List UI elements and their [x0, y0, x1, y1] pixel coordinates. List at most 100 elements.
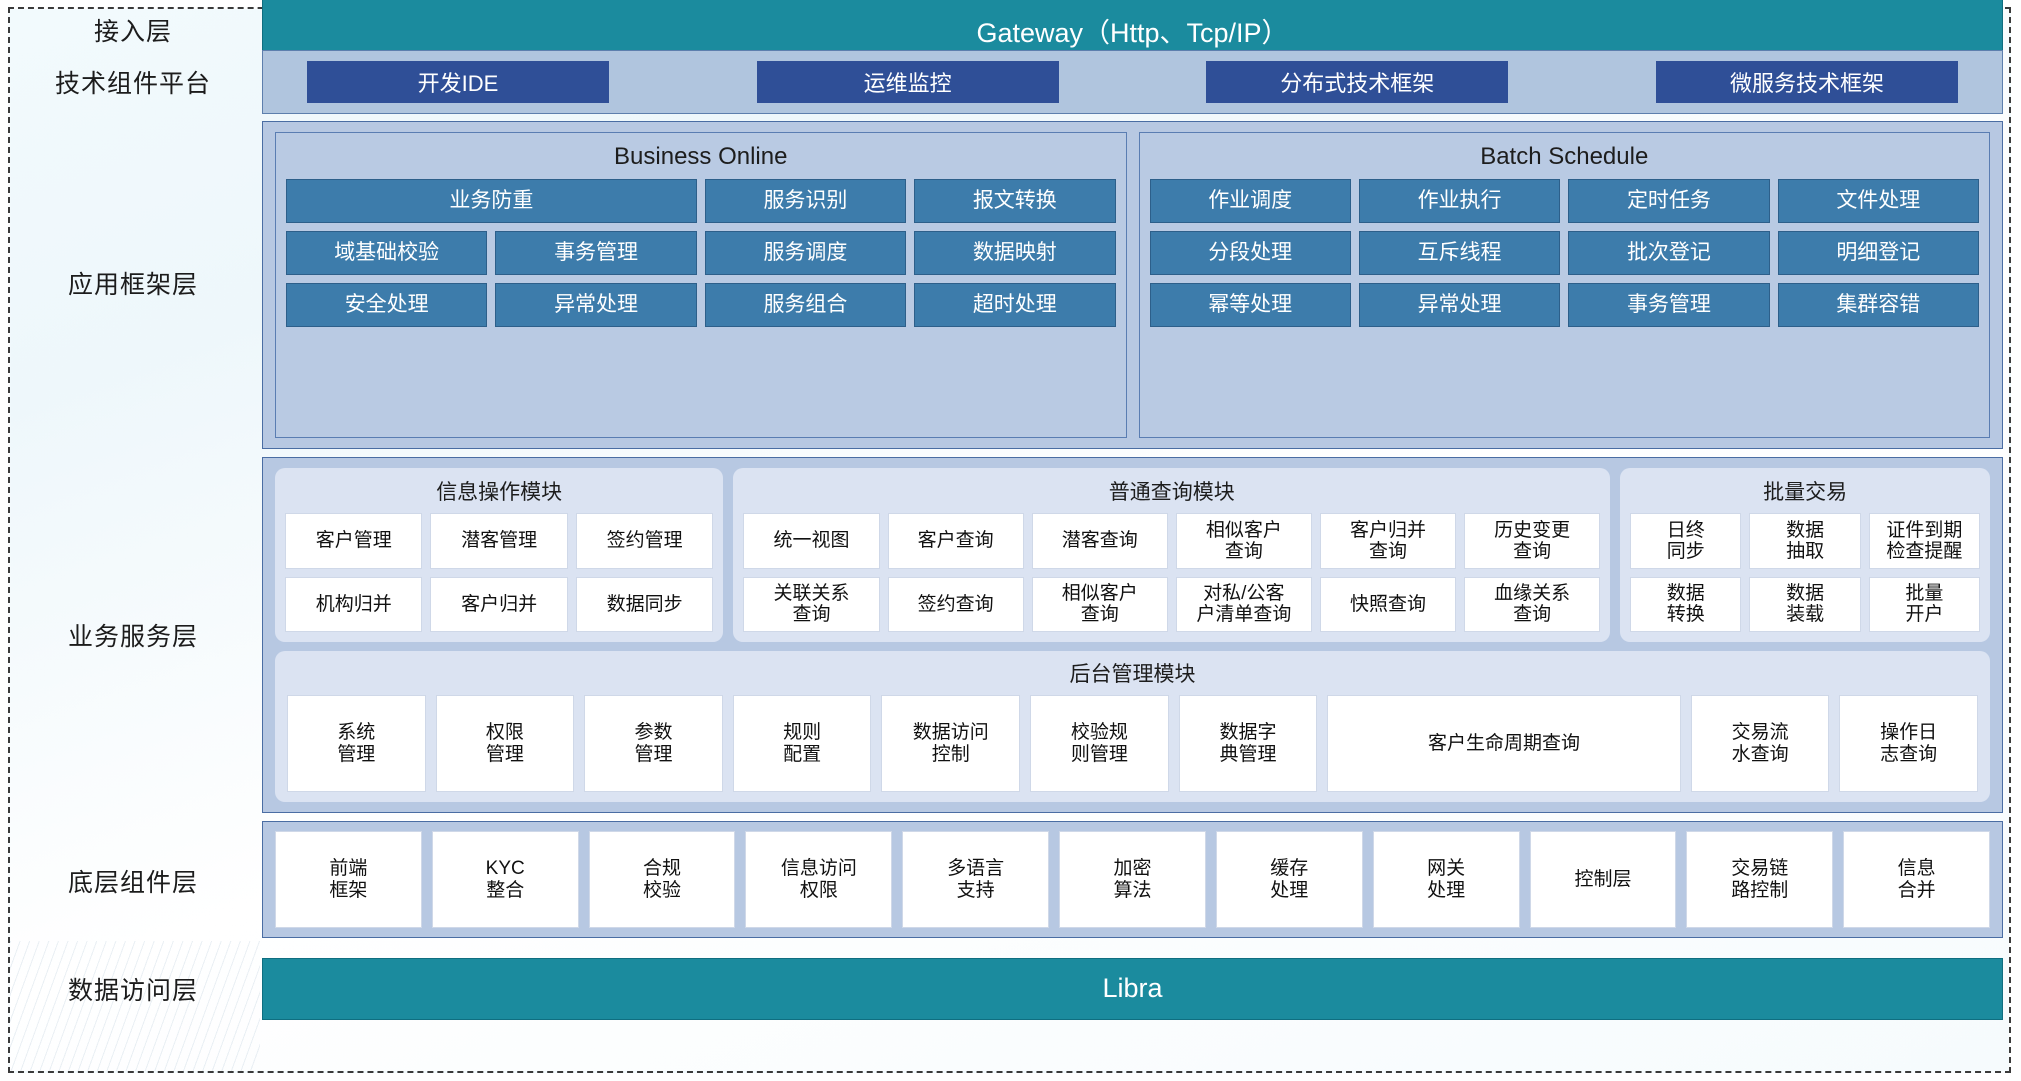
business-online-chip[interactable]: 安全处理: [286, 283, 488, 327]
common-query-cell[interactable]: 快照查询: [1319, 576, 1457, 633]
admin-module-cell-label: 交易流水查询: [1731, 722, 1789, 765]
common-query-cell[interactable]: 相似客户查询: [1031, 576, 1168, 633]
admin-module-cell[interactable]: 操作日志查询: [1839, 695, 1978, 792]
batch-trade-cell[interactable]: 数据抽取: [1749, 513, 1861, 569]
info-operation-cell[interactable]: 数据同步: [575, 576, 714, 633]
component-layer-cell[interactable]: 交易链路控制: [1686, 831, 1834, 928]
business-online-chip-label: 事务管理: [554, 240, 639, 264]
tech-platform-chip[interactable]: 开发IDE: [307, 61, 609, 103]
tech-platform-chip[interactable]: 分布式技术框架: [1206, 61, 1509, 103]
batch-schedule-chip[interactable]: 分段处理: [1149, 231, 1351, 275]
admin-module-cell[interactable]: 数据访问控制: [881, 695, 1021, 792]
component-layer-cell[interactable]: 信息访问权限: [745, 831, 893, 928]
batch-schedule-chip[interactable]: 幂等处理: [1149, 283, 1351, 327]
batch-schedule-chip[interactable]: 作业调度: [1149, 179, 1351, 223]
batch-trade-cell[interactable]: 日终同步: [1630, 513, 1742, 569]
tech-platform-chip[interactable]: 运维监控: [756, 61, 1059, 103]
info-operation-cell[interactable]: 签约管理: [575, 513, 714, 569]
common-query-cell[interactable]: 血缘关系查询: [1464, 576, 1601, 633]
business-online-chip-label: 域基础校验: [334, 240, 440, 264]
business-online-chip[interactable]: 报文转换: [914, 179, 1116, 223]
batch-schedule-chip[interactable]: 明细登记: [1777, 231, 1979, 275]
common-query-cell-label: 相似客户查询: [1205, 519, 1282, 562]
admin-module-cell[interactable]: 规则配置: [732, 695, 872, 792]
common-query-cell[interactable]: 客户归并查询: [1319, 513, 1457, 569]
batch-trade-cell-label: 数据抽取: [1786, 519, 1825, 562]
batch-schedule-chip-label: 定时任务: [1626, 188, 1711, 212]
component-layer-cell[interactable]: 控制层: [1529, 831, 1677, 928]
info-operation-cell[interactable]: 机构归并: [285, 576, 423, 633]
business-online-chip[interactable]: 域基础校验: [286, 231, 488, 275]
admin-module-cell[interactable]: 参数管理: [584, 695, 723, 792]
common-query-cell[interactable]: 客户查询: [887, 513, 1024, 569]
component-layer-cell[interactable]: 信息合并: [1843, 831, 1990, 928]
admin-module-cell-label: 数据字典管理: [1219, 722, 1277, 765]
info-operation-module: 信息操作模块 客户管理潜客管理签约管理机构归并客户归并数据同步: [275, 468, 724, 643]
batch-schedule-chip[interactable]: 作业执行: [1358, 179, 1561, 223]
batch-schedule-chip[interactable]: 集群容错: [1777, 283, 1979, 327]
batch-trade-cell[interactable]: 批量开户: [1868, 576, 1980, 633]
admin-module-cell[interactable]: 数据字典管理: [1178, 695, 1318, 792]
common-query-cell[interactable]: 潜客查询: [1031, 513, 1168, 569]
admin-module-cell[interactable]: 客户生命周期查询: [1327, 695, 1681, 792]
common-query-cell-label: 快照查询: [1349, 593, 1426, 615]
common-query-cell[interactable]: 签约查询: [887, 576, 1024, 633]
tech-platform-band: 开发IDE 运维监控 分布式技术框架 微服务技术框架: [262, 50, 2003, 114]
common-query-cell[interactable]: 对私/公客户清单查询: [1175, 576, 1312, 633]
admin-module-cell[interactable]: 校验规则管理: [1030, 695, 1169, 792]
common-query-title: 普通查询模块: [1108, 481, 1235, 504]
batch-trade-cell[interactable]: 数据装载: [1749, 576, 1861, 633]
business-online-chip[interactable]: 异常处理: [495, 283, 697, 327]
common-query-cell[interactable]: 统一视图: [743, 513, 880, 569]
batch-schedule-chip[interactable]: 文件处理: [1777, 179, 1979, 223]
batch-trade-cell[interactable]: 证件到期检查提醒: [1868, 513, 1980, 569]
batch-schedule-chip-label: 事务管理: [1626, 292, 1711, 316]
batch-trade-cell-label: 数据转换: [1666, 583, 1705, 626]
admin-module-cell[interactable]: 权限管理: [435, 695, 575, 792]
component-layer-cell[interactable]: 前端框架: [275, 831, 422, 928]
info-operation-cell[interactable]: 客户归并: [430, 576, 568, 633]
layer-label-tech-platform: 技术组件平台: [54, 70, 211, 98]
batch-trade-cell-label: 数据装载: [1786, 583, 1825, 626]
admin-module-cell[interactable]: 交易流水查询: [1690, 695, 1830, 792]
layer-label-data-access: 数据访问层: [67, 976, 198, 1005]
component-layer-cell[interactable]: 合规校验: [588, 831, 736, 928]
common-query-cell-label: 统一视图: [773, 530, 850, 552]
component-layer-cell[interactable]: 多语言支持: [902, 831, 1050, 928]
admin-module-cell[interactable]: 系统管理: [287, 695, 426, 792]
info-operation-title: 信息操作模块: [436, 481, 563, 504]
component-layer-cell[interactable]: 缓存处理: [1215, 831, 1363, 928]
admin-module-cell-label: 权限管理: [485, 722, 524, 765]
component-layer-cell[interactable]: 加密算法: [1059, 831, 1206, 928]
common-query-cell[interactable]: 相似客户查询: [1175, 513, 1312, 569]
common-query-cell-label: 签约查询: [917, 593, 994, 615]
business-online-title: Business Online: [614, 143, 788, 170]
batch-schedule-chip[interactable]: 批次登记: [1568, 231, 1770, 275]
tech-platform-chip[interactable]: 微服务技术框架: [1655, 61, 1958, 103]
business-online-chip[interactable]: 事务管理: [495, 231, 697, 275]
business-online-chip[interactable]: 服务识别: [704, 179, 907, 223]
business-service-panel: 信息操作模块 客户管理潜客管理签约管理机构归并客户归并数据同步 普通查询模块 统…: [262, 457, 2003, 813]
business-online-chip[interactable]: 业务防重: [286, 179, 697, 223]
batch-trade-cell-label: 证件到期检查提醒: [1886, 519, 1963, 562]
layer-label-business-service: 业务服务层: [67, 623, 198, 651]
admin-module: 后台管理模块 系统管理权限管理参数管理规则配置数据访问控制校验规则管理数据字典管…: [275, 651, 1990, 802]
business-online-chip[interactable]: 数据映射: [914, 231, 1116, 275]
info-operation-cell[interactable]: 潜客管理: [430, 513, 568, 569]
batch-trade-cell-label: 批量开户: [1905, 583, 1944, 626]
common-query-cell[interactable]: 历史变更查询: [1464, 513, 1601, 569]
business-online-chip[interactable]: 服务调度: [704, 231, 907, 275]
info-operation-cell[interactable]: 客户管理: [285, 513, 423, 569]
component-layer-cell[interactable]: 网关处理: [1372, 831, 1520, 928]
business-online-chip[interactable]: 服务组合: [704, 283, 907, 327]
common-query-cell[interactable]: 关联关系查询: [743, 576, 880, 633]
batch-trade-cell[interactable]: 数据转换: [1630, 576, 1742, 633]
business-online-chip[interactable]: 超时处理: [914, 283, 1116, 327]
batch-schedule-chip[interactable]: 定时任务: [1568, 179, 1770, 223]
batch-schedule-chip[interactable]: 互斥线程: [1358, 231, 1561, 275]
batch-schedule-chip[interactable]: 异常处理: [1358, 283, 1561, 327]
batch-schedule-panel: Batch Schedule 作业调度作业执行定时任务文件处理分段处理互斥线程批…: [1138, 132, 1990, 438]
batch-schedule-chip[interactable]: 事务管理: [1568, 283, 1770, 327]
